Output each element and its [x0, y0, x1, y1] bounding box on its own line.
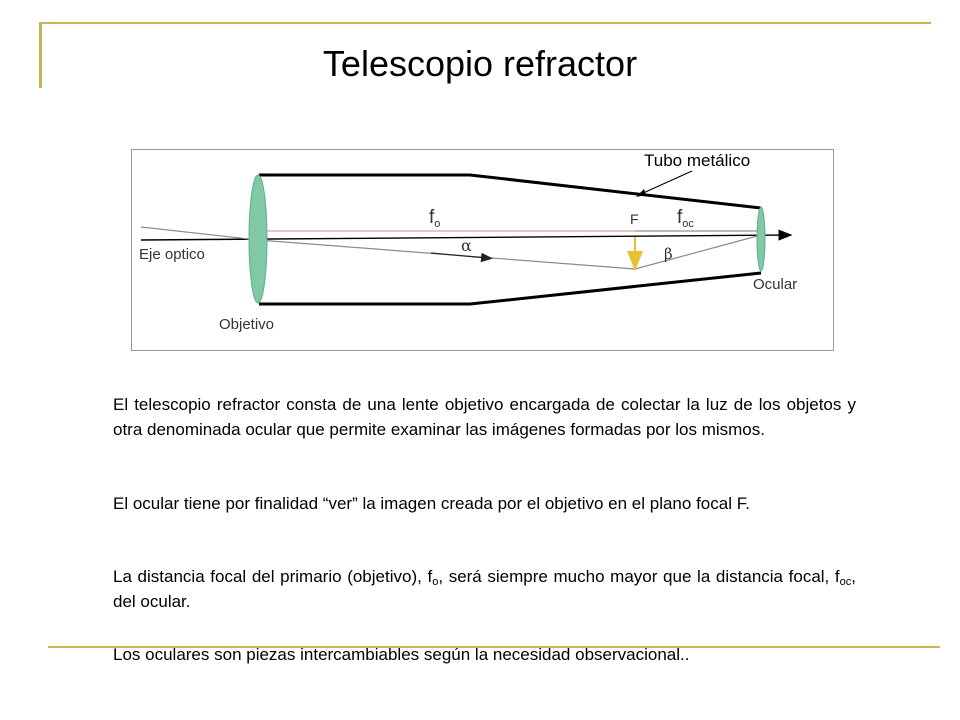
paragraph-intro: El telescopio refractor consta de una le… — [113, 395, 856, 439]
foc-sub: oc — [682, 218, 694, 230]
objective-lens-icon — [248, 174, 268, 304]
foc-label: foc — [677, 207, 694, 230]
frame-accent-top — [39, 22, 931, 24]
frame-accent-vertical — [39, 22, 42, 88]
page-title: Telescopio refractor — [322, 43, 638, 84]
ocular-ray — [634, 234, 762, 270]
fo-main: f — [429, 207, 435, 228]
tube-label-pointer-head — [636, 189, 646, 197]
ocular-label: Ocular — [753, 276, 797, 293]
frame-accent-bottom — [48, 646, 940, 648]
axis-label: Eje optico — [139, 246, 205, 263]
telescope-diagram: Eje optico Objetivo Ocular F fo foc α β — [131, 149, 834, 351]
ocular-lens-icon — [756, 206, 766, 272]
p3-text-b: , será siempre mucho mayor que la distan… — [438, 567, 840, 586]
paragraph-oculars: Los oculares son piezas intercambiables … — [113, 645, 690, 664]
p3-sub-oc: oc — [839, 576, 852, 588]
foc-main: f — [677, 207, 683, 228]
ray-direction-arrow — [430, 252, 493, 263]
paragraph-ocular: El ocular tiene por finalidad “ver” la i… — [113, 494, 750, 513]
tube-wall-bottom — [259, 271, 762, 306]
tube-label-pointer — [640, 170, 693, 195]
beta-label: β — [664, 245, 673, 263]
incoming-ray — [140, 226, 259, 241]
objective-label: Objetivo — [219, 316, 274, 333]
tube-label: Tubo metálico — [644, 151, 751, 170]
tube-wall-top — [259, 173, 762, 210]
diagram-border — [131, 149, 834, 351]
p3-text-a: La distancia focal del primario (objetiv… — [113, 567, 433, 586]
p3-sub-o: o — [432, 576, 439, 588]
p3-text-c: , del ocular. — [113, 567, 856, 611]
focus-label: F — [630, 211, 639, 227]
paragraph-focal-distance: La distancia focal del primario (objetiv… — [113, 564, 856, 614]
telescope-diagram-svg: Eje optico Objetivo Ocular F fo foc α β — [131, 149, 834, 351]
alpha-label: α — [461, 236, 472, 255]
fo-label: fo — [429, 207, 440, 230]
fo-sub: o — [434, 218, 440, 230]
